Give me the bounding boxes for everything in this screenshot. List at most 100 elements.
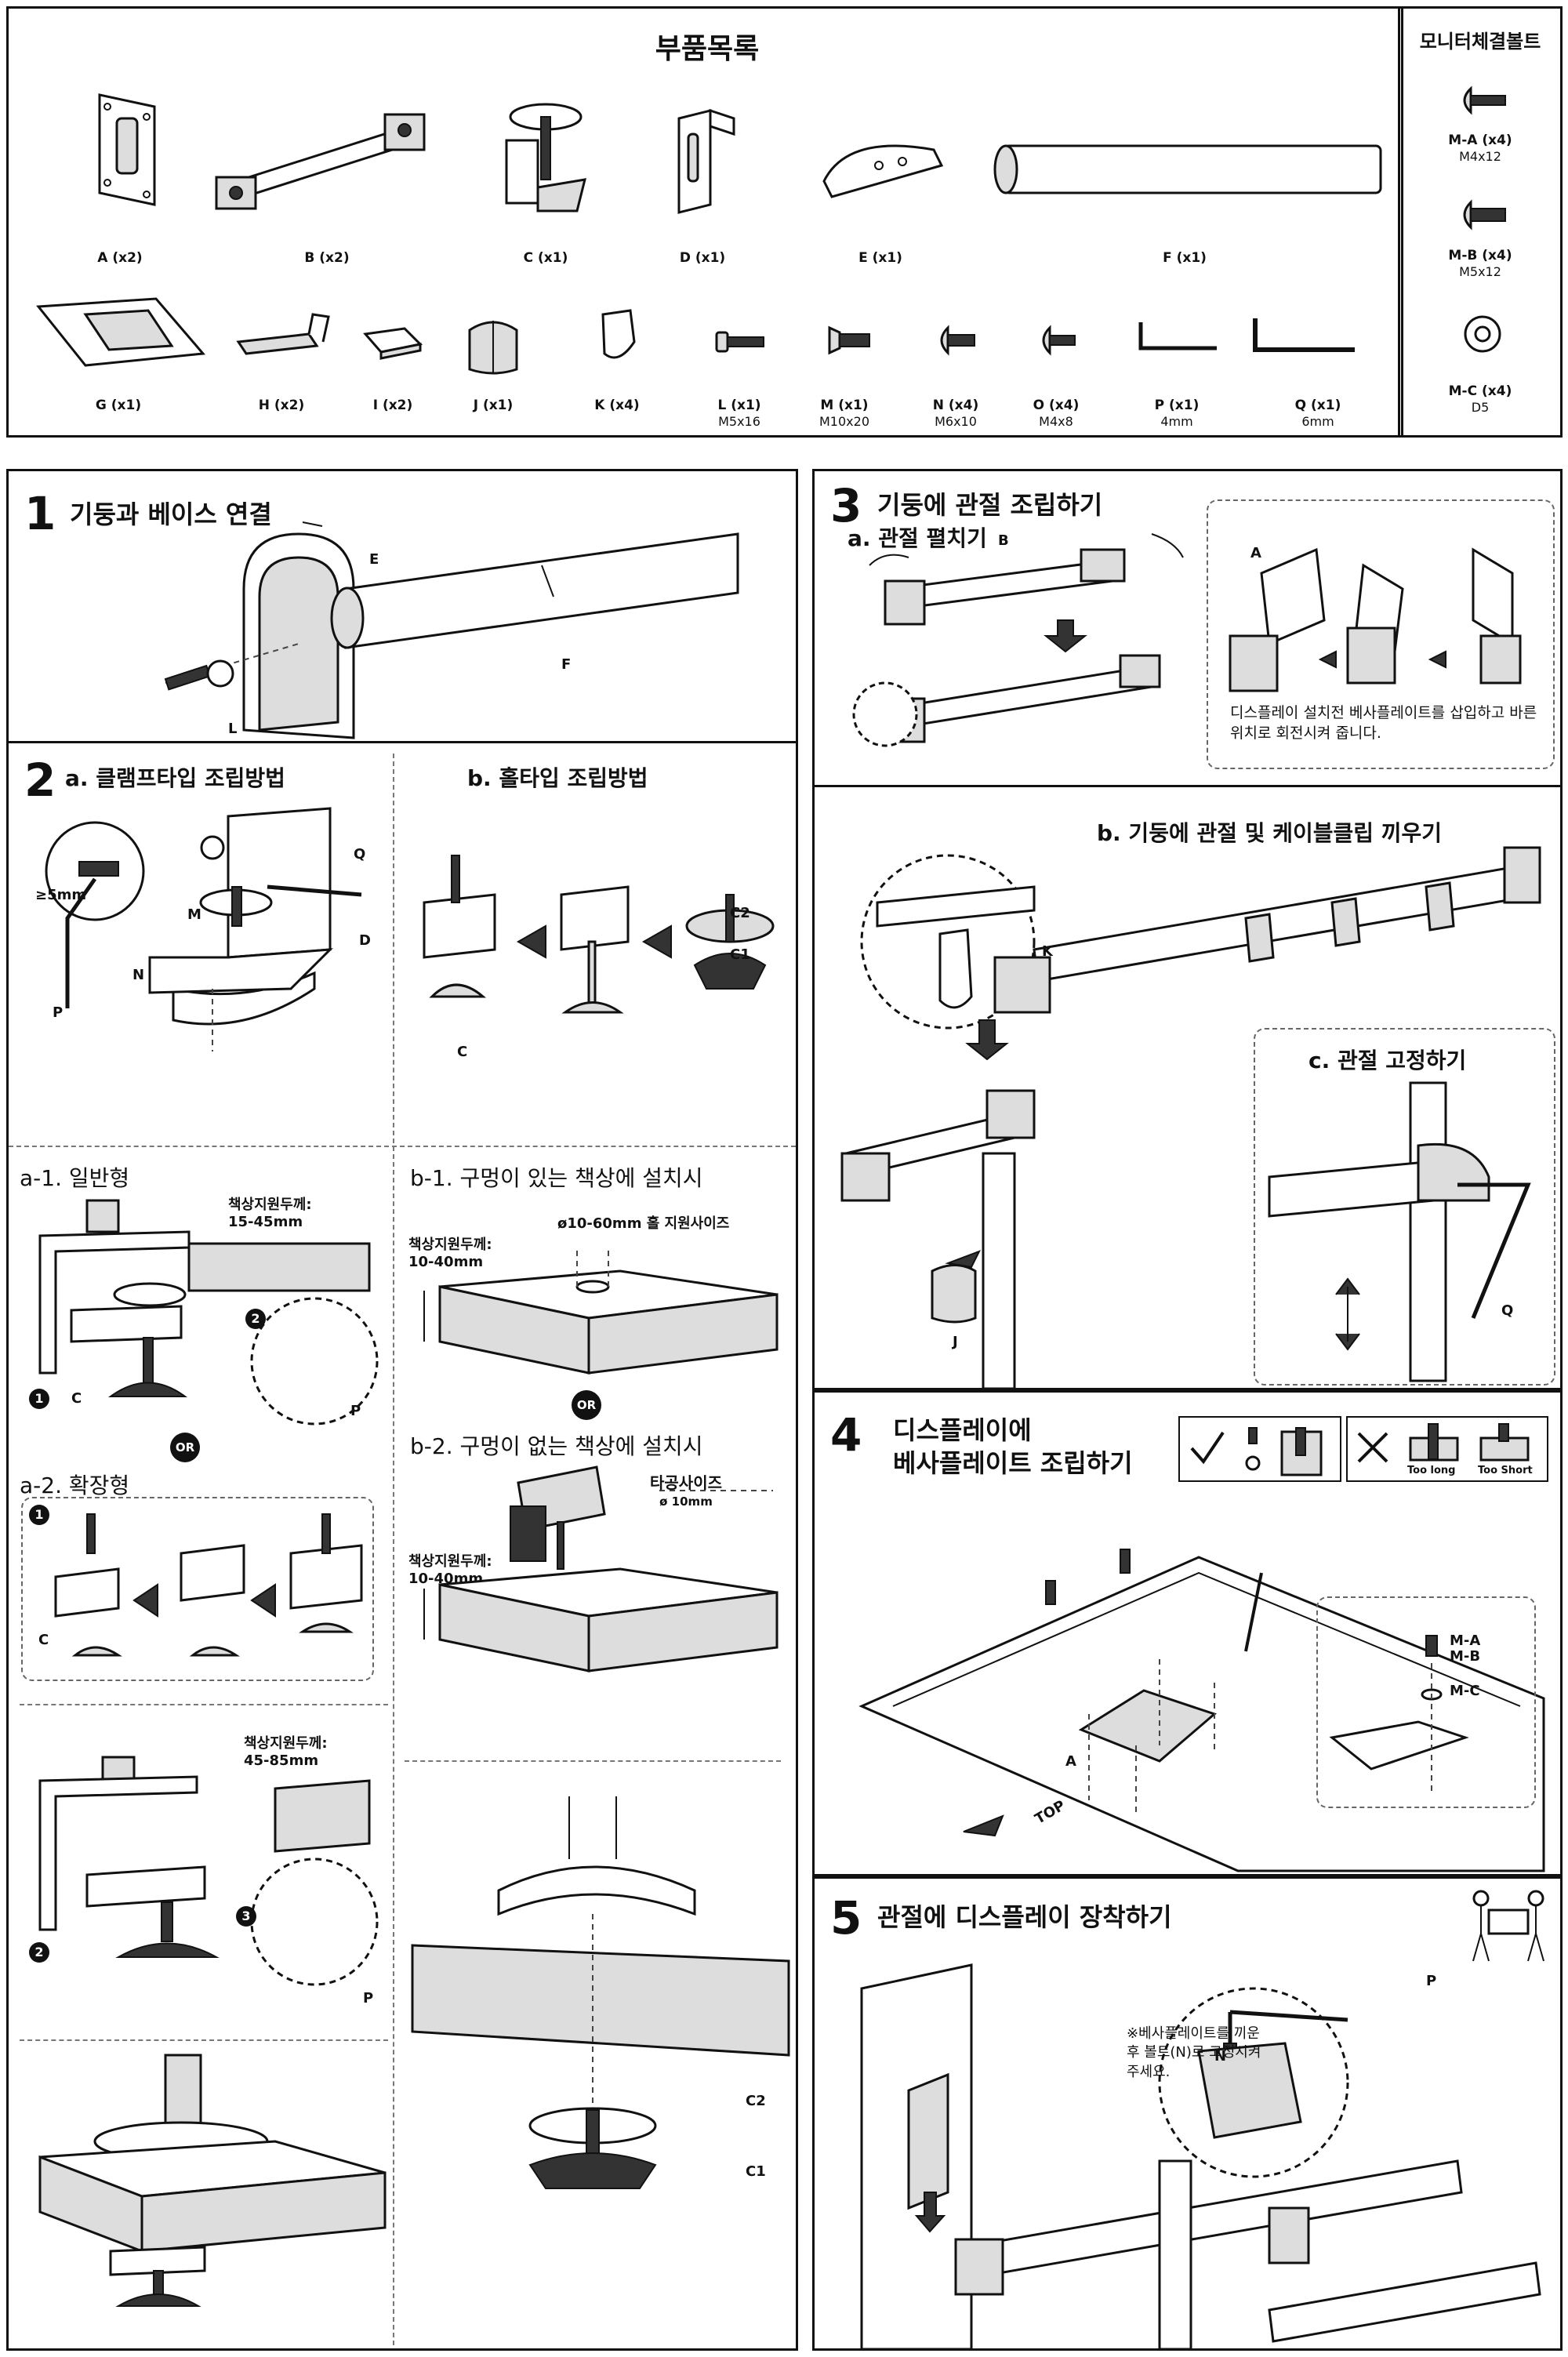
part-e-base-icon	[822, 144, 944, 198]
step-3c-label-q: Q	[1501, 1302, 1514, 1319]
b1-title: b-1. 구멍이 있는 책상에 설치시	[410, 1165, 703, 1191]
part-h-cable-cover-icon	[236, 313, 330, 355]
step-2a-clamp-illustration	[45, 807, 362, 1051]
step-3a-vesa-illustration	[1229, 547, 1522, 692]
step-1-divider	[9, 741, 796, 743]
step-5-illustration	[860, 1963, 1541, 2351]
part-m-bolt-icon	[828, 325, 870, 355]
b2-title: b-2. 구멍이 없는 책상에 설치시	[410, 1433, 703, 1459]
step-1-label-e: E	[369, 551, 379, 568]
correct-bolt-box	[1178, 1416, 1341, 1482]
step-5-panel: 5 관절에 디스플레이 장착하기 P N ※베사플레이트를 끼운후 볼트(N)로…	[812, 1876, 1563, 2351]
monitor-bolts-title: 모니터체결볼트	[1419, 31, 1541, 53]
b2-drill-desk-illustration	[423, 1465, 779, 1672]
step-3c-box	[1254, 1028, 1555, 1386]
a1-label-c: C	[71, 1390, 82, 1407]
step-3a-vesa-box	[1207, 499, 1555, 769]
a2-label-p: P	[363, 1990, 374, 2007]
part-d-label: D (x1)	[679, 250, 726, 266]
step-1-label-l: L	[228, 721, 238, 737]
b2-label-c2: C2	[746, 2093, 766, 2109]
step-5-number: 5	[830, 1891, 862, 1945]
bolt-ma-label: M-A (x4)M4x12	[1448, 133, 1512, 165]
bolt-mb-label: M-B (x4)M5x12	[1448, 248, 1512, 280]
part-l-bolt-icon	[715, 331, 764, 353]
part-f-label: F (x1)	[1163, 250, 1207, 266]
step-4-monitor-illustration	[858, 1549, 1545, 1872]
b2-sub-divider	[405, 1760, 781, 1762]
b-or-badge: OR	[572, 1390, 601, 1420]
correct-bolt-icon	[1245, 1427, 1323, 1476]
step-2b-label-c1: C1	[730, 946, 750, 963]
washer-mc-label: M-C (x4)D5	[1448, 383, 1512, 416]
step-3b-title: b. 기둥에 관절 및 케이블클립 끼우기	[1097, 820, 1443, 846]
a2-step-2: 2	[29, 1942, 49, 1963]
a1-label-p: P	[350, 1403, 361, 1419]
part-b-arm-icon	[215, 113, 426, 210]
too-short-label: Too Short	[1478, 1465, 1533, 1476]
step-3-panel: 3 기둥에 관절 조립하기 a. 관절 펼치기 B A 디스플레이 설치전 베사…	[812, 469, 1563, 1390]
b1-desk-illustration	[423, 1248, 779, 1375]
part-h-label: H (x2)	[258, 398, 305, 413]
a1-clamp-illustration	[38, 1199, 379, 1425]
part-d-bracket-icon	[677, 108, 735, 214]
step-3-number: 3	[830, 479, 862, 532]
bolt-mb-icon	[1463, 199, 1506, 231]
part-c-clamp-icon	[505, 103, 587, 212]
part-e-label: E (x1)	[858, 250, 902, 266]
step-3c-illustration	[1268, 1081, 1531, 1382]
too-long-label: Too long	[1407, 1465, 1456, 1476]
b1-hole-size: ø10-60mm 홀 지원사이즈	[557, 1215, 730, 1232]
a-final-clamp-illustration	[38, 2054, 387, 2307]
step-3a-note: 디스플레이 설치전 베사플레이트를 삽입하고 바른 위치로 회전시켜 줍니다.	[1230, 704, 1537, 742]
step-3-title: 기둥에 관절 조립하기	[877, 490, 1103, 520]
too-short-bolt-icon	[1479, 1423, 1530, 1462]
part-g-label: G (x1)	[95, 398, 142, 413]
step-3a-label-a: A	[1250, 545, 1261, 561]
part-o-label: O (x4)M4x8	[1033, 398, 1080, 430]
step-2a-label-q: Q	[354, 846, 366, 863]
a-or-badge: OR	[170, 1433, 200, 1462]
step-4-detail-illustration	[1329, 1635, 1469, 1792]
part-j-clip-icon	[468, 321, 518, 375]
part-n-bolt-icon	[940, 325, 975, 356]
b1-thickness-label: 책상지원두께:10-40mm	[408, 1237, 492, 1270]
part-j-label: J (x1)	[473, 398, 514, 413]
a2-thickness-label: 책상지원두께:45-85mm	[244, 1735, 328, 1769]
part-p-label: P (x1)4mm	[1154, 398, 1200, 430]
a2-step-3: 3	[236, 1906, 256, 1927]
step-1-number: 1	[24, 487, 56, 540]
part-p-hex-key-icon	[1138, 322, 1217, 350]
part-g-tray-icon	[36, 297, 206, 367]
step-2a-label-p: P	[53, 1004, 64, 1021]
a2-sub-divider	[20, 1704, 388, 1705]
step-2b-label-c2: C2	[730, 905, 750, 921]
parts-list-panel: 부품목록 A (x2) B (x2) C (x1) D (x1) E (x1) …	[6, 6, 1403, 438]
step-4-label-a: A	[1065, 1753, 1076, 1770]
step-4-number: 4	[830, 1408, 862, 1462]
step-5-note: ※베사플레이트를 끼운후 볼트(N)로 고정시켜 주세요.	[1127, 2025, 1261, 2080]
step-4-label-mc: M-C	[1450, 1683, 1480, 1699]
step-5-label-p: P	[1426, 1973, 1437, 1989]
step-1-label-f: F	[561, 656, 572, 673]
step-2-column-divider	[393, 754, 394, 2345]
part-k-label: K (x4)	[594, 398, 640, 413]
part-q-label: Q (x1)6mm	[1294, 398, 1341, 430]
wrong-bolt-box: Too long Too Short	[1346, 1416, 1548, 1482]
step-2a-label-m: M	[187, 906, 201, 923]
step-3b-illustration	[840, 846, 1541, 1390]
a2-steps-box	[21, 1497, 374, 1681]
step-3a-label-b: B	[998, 532, 1009, 549]
part-q-hex-key-icon	[1253, 318, 1355, 352]
part-a-label: A (x2)	[97, 250, 143, 266]
step-4-label-ma: M-A	[1450, 1632, 1481, 1649]
a1-title: a-1. 일반형	[20, 1165, 130, 1191]
part-c-label: C (x1)	[523, 250, 568, 266]
part-k-clip-icon	[601, 309, 636, 359]
a2-title: a-2. 확장형	[20, 1473, 130, 1498]
monitor-bolts-panel: 모니터체결볼트 M-A (x4)M4x12 M-B (x4)M5x12 M-C …	[1398, 6, 1563, 438]
part-i-cap-icon	[363, 327, 423, 360]
step-2b-label-c: C	[457, 1044, 468, 1060]
step-2a-label-d: D	[359, 932, 371, 949]
